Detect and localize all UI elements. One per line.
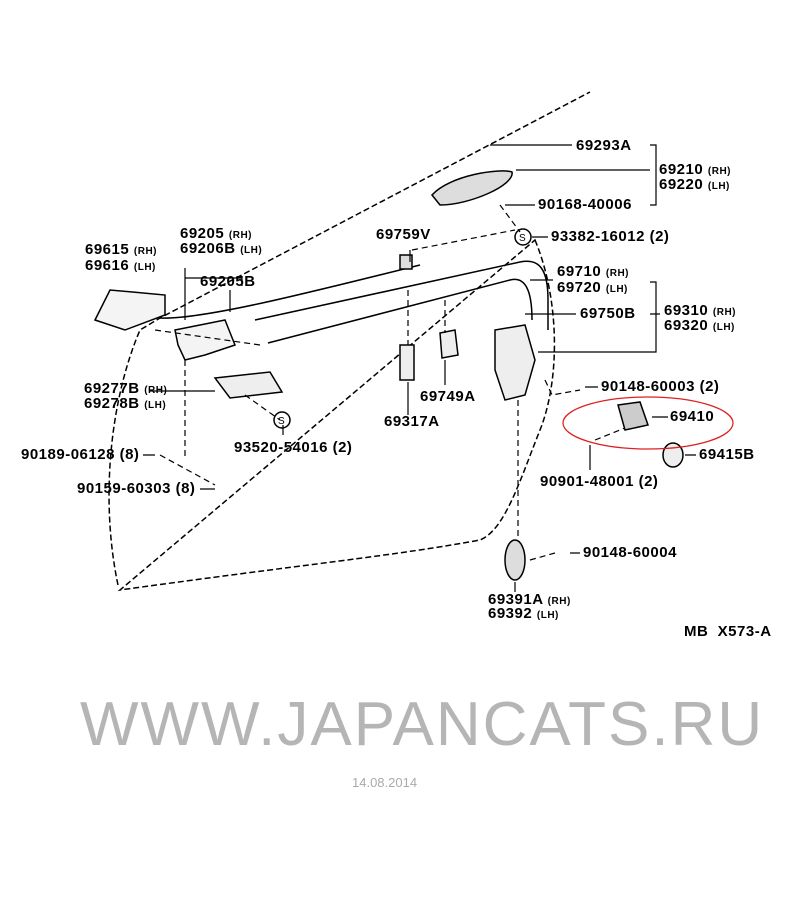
label-69293A: 69293A [576, 137, 632, 154]
cable-2 [267, 278, 533, 344]
side-rh: (RH) [144, 385, 168, 396]
lock-assembly [494, 324, 536, 401]
label-69720: 69720 (LH) [557, 280, 628, 297]
cable-1 [254, 260, 549, 330]
label-93382: 93382-16012 (2) [551, 228, 670, 245]
watermark: WWW.JAPANCATS.RU [80, 690, 765, 759]
part-number: 69206B [180, 240, 236, 257]
part-number: 69392 [488, 605, 533, 622]
svg-text:S: S [278, 416, 285, 427]
side-rh: (RH) [228, 230, 252, 241]
s-mark-93382 [514, 228, 532, 246]
label-69220: 69220 (LH) [659, 177, 730, 194]
label-69750B: 69750B [580, 305, 636, 322]
part-number: 69278B [84, 395, 140, 412]
label-69759V: 69759V [376, 226, 431, 243]
side-lh: (LH) [712, 322, 735, 333]
s-mark-93520 [273, 411, 291, 429]
part-number: 69710 [557, 263, 602, 280]
label-90189: 90189-06128 (8) [21, 446, 140, 463]
label-69616: 69616 (LH) [85, 258, 156, 275]
part-69410 [617, 401, 649, 431]
side-rh: (RH) [707, 166, 731, 177]
label-90148-60004: 90148-60004 [583, 544, 677, 561]
label-69310: 69310 (RH) [664, 303, 736, 320]
label-90168: 90168-40006 [538, 196, 632, 213]
label-69205B: 69205B [200, 273, 256, 290]
side-lh: (LH) [536, 610, 559, 621]
label-69317A: 69317A [384, 413, 440, 430]
label-69392: 69392 (LH) [488, 606, 559, 623]
side-lh: (LH) [707, 181, 730, 192]
diagram-code: MB X573-A [684, 623, 772, 640]
pad-69317A [399, 344, 415, 381]
label-90159: 90159-60303 (8) [77, 480, 196, 497]
label-69320: 69320 (LH) [664, 318, 735, 335]
clip-69759V [399, 254, 413, 270]
label-69391A: 69391A (RH) [488, 592, 571, 609]
label-69615: 69615 (RH) [85, 242, 157, 259]
part-number: 69720 [557, 279, 602, 296]
part-number: 69615 [85, 241, 130, 258]
part-69415B [662, 442, 684, 468]
door-inner [159, 264, 421, 319]
part-number: 69205 [180, 225, 225, 242]
label-69410: 69410 [670, 408, 715, 425]
label-69210: 69210 (RH) [659, 162, 731, 179]
label-69278B: 69278B (LH) [84, 396, 166, 413]
label-69415B: 69415B [699, 446, 755, 463]
bracket-69205 [174, 319, 236, 361]
side-lh: (LH) [144, 400, 167, 411]
label-69277B: 69277B (RH) [84, 381, 167, 398]
highlight-circle [562, 396, 734, 450]
side-rh: (RH) [605, 268, 629, 279]
door-outline [108, 91, 591, 592]
part-69749A [439, 329, 459, 359]
side-lh: (LH) [133, 262, 156, 273]
label-69710: 69710 (RH) [557, 264, 629, 281]
inside-handle [213, 371, 284, 399]
part-number: 69310 [664, 302, 709, 319]
part-number: 69616 [85, 257, 130, 274]
striker-69391A [504, 539, 526, 581]
part-number: 69220 [659, 176, 704, 193]
svg-text:S: S [519, 233, 526, 244]
part-number: 69320 [664, 317, 709, 334]
side-rh: (RH) [133, 246, 157, 257]
part-number: 69277B [84, 380, 140, 397]
side-rh: (RH) [547, 596, 571, 607]
bracket-69615 [93, 289, 166, 331]
label-69205: 69205 (RH) [180, 226, 252, 243]
side-lh: (LH) [240, 245, 263, 256]
label-90148-60003: 90148-60003 (2) [601, 378, 720, 395]
label-69749A: 69749A [420, 388, 476, 405]
label-90901: 90901-48001 (2) [540, 473, 659, 490]
side-lh: (LH) [605, 284, 628, 295]
side-rh: (RH) [712, 307, 736, 318]
date-stamp: 14.08.2014 [352, 775, 418, 790]
part-number: 69210 [659, 161, 704, 178]
label-93520: 93520-54016 (2) [234, 439, 353, 456]
label-69206B: 69206B (LH) [180, 241, 262, 258]
part-number: 69391A [488, 591, 543, 608]
outside-handle [431, 170, 513, 206]
